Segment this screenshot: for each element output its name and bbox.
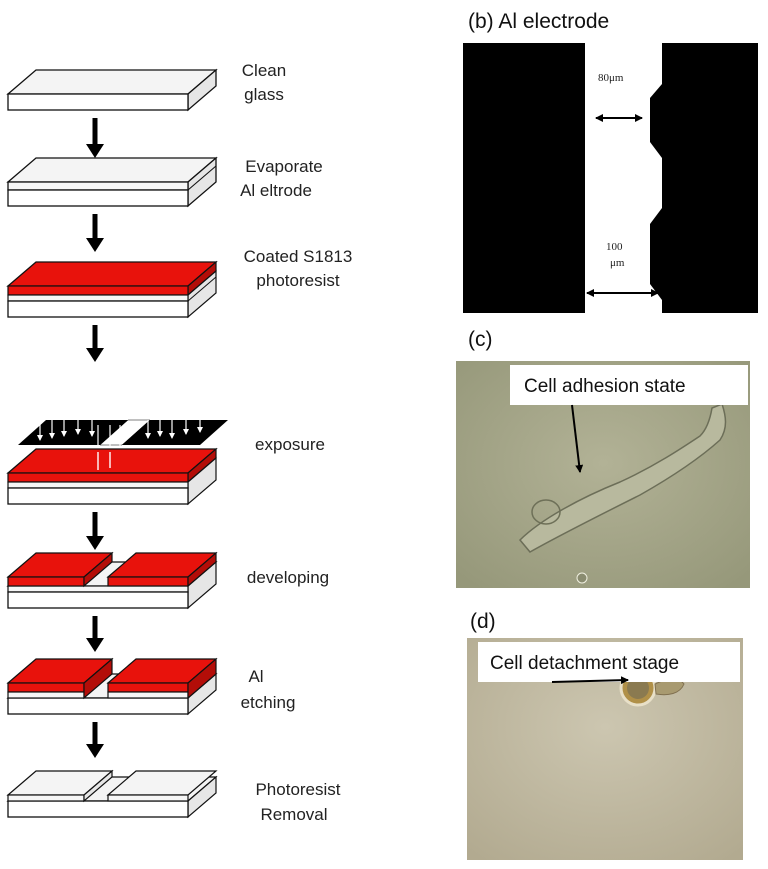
panel-c-title: (c) [468, 328, 493, 351]
step-label-6b: etching [241, 693, 296, 712]
arrow-down-icon [86, 144, 104, 158]
dim-label-100: 100 [606, 241, 623, 253]
callout-box-c [510, 365, 748, 405]
panel-d-title: (d) [470, 610, 496, 633]
step-label-2b: Al eltrode [240, 181, 312, 200]
step-label-5: developing [247, 568, 329, 587]
electrode-left [463, 43, 585, 313]
stack-al-etching [6, 657, 218, 716]
dim-label-80um: 80μm [598, 72, 624, 84]
stack-developing [6, 551, 218, 610]
arrow-down-icon [86, 348, 104, 362]
arrow-down-icon [86, 238, 104, 252]
stack-evaporate-al [6, 156, 218, 208]
callout-arrow-d [551, 676, 629, 685]
arrow-down-icon [86, 536, 104, 550]
electrode-right [650, 43, 758, 313]
photomask [18, 419, 228, 446]
step-label-3a: Coated S1813 [244, 247, 353, 266]
panel-c-micrograph: (c) Cell adhesion state [456, 328, 750, 588]
arrow-down-icon [86, 744, 104, 758]
step-label-7a: Photoresist [255, 780, 340, 799]
dim-label-um: μm [610, 257, 625, 269]
stack-exposure [6, 447, 218, 506]
panel-b-title: (b) Al electrode [468, 10, 609, 33]
cell-nucleus [531, 499, 561, 525]
step-labels: Clean glass Evaporate Al eltrode Coated … [240, 61, 352, 824]
callout-arrow-c [571, 404, 584, 473]
stack-coated-photoresist [6, 260, 218, 319]
step-label-7b: Removal [260, 805, 327, 824]
arrow-down-icon [86, 638, 104, 652]
step-label-4: exposure [255, 435, 325, 454]
stack-clean-glass [6, 68, 218, 112]
step-label-3b: photoresist [256, 271, 339, 290]
callout-detachment: Cell detachment stage [490, 653, 679, 674]
panel-b-electrode: (b) Al electrode 80μm 100 μm [463, 10, 758, 313]
process-flow: Clean glass Evaporate Al eltrode Coated … [6, 61, 352, 824]
callout-adhesion: Cell adhesion state [524, 376, 686, 397]
step-label-1b: glass [244, 85, 284, 104]
stack-photoresist-removal [6, 769, 218, 819]
step-label-2a: Evaporate [245, 157, 323, 176]
step-label-6a: Al [248, 667, 263, 686]
uv-light-rays [37, 420, 203, 467]
step-label-1a: Clean [242, 61, 286, 80]
callout-box-d [478, 642, 740, 682]
panel-d-micrograph: (d) Cell detachment stage [467, 610, 743, 860]
